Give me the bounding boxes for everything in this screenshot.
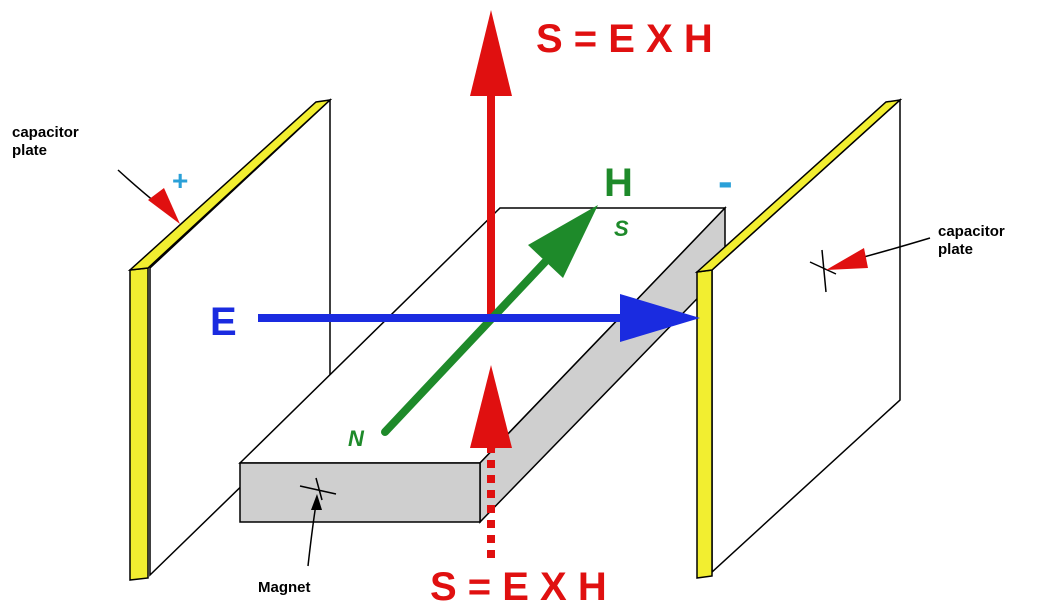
left-pointer-arrowhead — [148, 188, 180, 224]
magnet-front-face — [239, 462, 481, 523]
left-plate-top-edge — [127, 98, 333, 272]
magnet-pointer — [307, 494, 322, 567]
poynting-top-shaft — [487, 92, 495, 318]
north-pole-label: N — [348, 426, 365, 451]
magnet-cross-mark — [299, 477, 337, 501]
e-field-vector — [258, 294, 700, 342]
minus-sign-label: - — [718, 157, 733, 206]
magnet-block — [238, 206, 727, 524]
poynting-vector-top — [470, 10, 512, 318]
poynting-top-arrowhead — [470, 10, 512, 96]
right-plate-front-edge — [696, 269, 713, 579]
left-plate-pointer — [117, 169, 180, 224]
poynting-bottom-label: S = E X H — [430, 565, 607, 609]
plus-sign-label: + — [172, 165, 188, 196]
poynting-top-label: S = E X H — [536, 17, 713, 61]
south-pole-label: S — [614, 216, 629, 241]
magnet-label: Magnet — [258, 579, 311, 596]
left-plate-label-line2: plate — [12, 142, 47, 159]
e-field-label: E — [210, 300, 237, 344]
right-plate-label-line1: capacitor — [938, 223, 1005, 240]
right-plate-label-line2: plate — [938, 241, 973, 258]
h-field-vector — [381, 205, 598, 436]
left-plate-front-edge — [129, 267, 149, 581]
left-capacitor-plate — [127, 98, 333, 581]
right-plate-face — [711, 98, 901, 574]
poynting-vector-bottom — [470, 365, 512, 560]
magnet-pointer-arrowhead — [311, 494, 322, 510]
h-field-label: H — [604, 161, 633, 205]
right-plate-pointer — [826, 237, 931, 270]
right-plate-top-edge — [694, 98, 903, 274]
poynting-bottom-arrowhead — [470, 365, 512, 448]
right-capacitor-plate — [694, 98, 903, 579]
h-field-shaft — [381, 258, 549, 436]
e-field-arrowhead — [620, 294, 700, 342]
left-plate-label-line1: capacitor — [12, 124, 79, 141]
h-field-arrowhead — [528, 205, 598, 278]
right-pointer-arrowhead — [826, 248, 868, 270]
right-plate-cross-mark — [809, 249, 837, 293]
